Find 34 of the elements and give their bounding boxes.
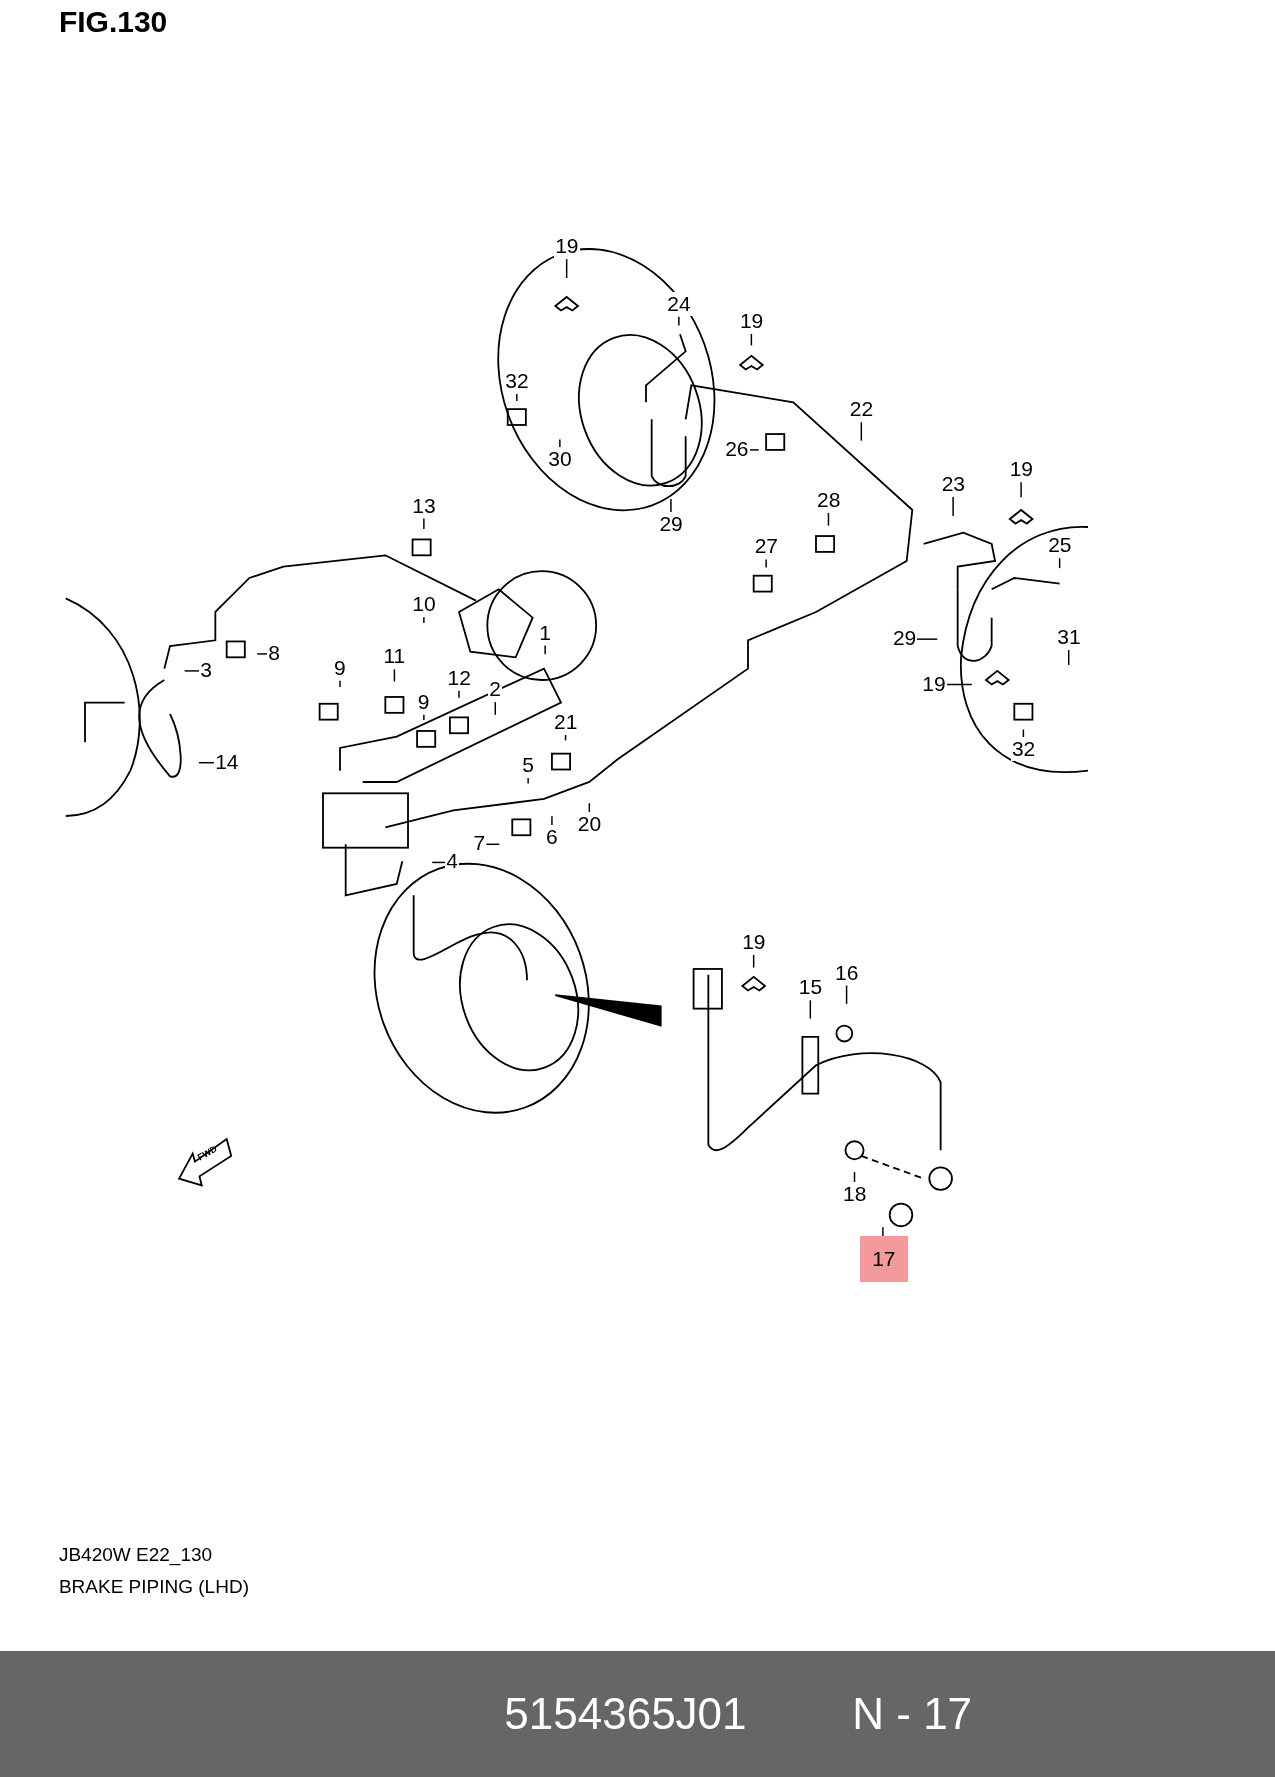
- figure-caption: BRAKE PIPING (LHD): [58, 1576, 249, 1599]
- leader-line: [945, 683, 973, 686]
- leader-line: [1020, 481, 1022, 498]
- leader-line: [809, 999, 812, 1020]
- leader-line: [458, 690, 460, 699]
- leader-line: [559, 438, 561, 449]
- figure-number: FIG.130: [58, 4, 168, 39]
- leader-line: [670, 498, 672, 514]
- callout-number: 32: [1010, 737, 1037, 762]
- callout-reference: N - 17: [852, 1688, 973, 1739]
- leader-line: [544, 644, 546, 655]
- leader-line: [516, 393, 518, 402]
- leader-line: [678, 316, 680, 327]
- leader-line: [882, 1226, 884, 1237]
- leader-line: [423, 616, 425, 624]
- leader-line: [339, 679, 341, 688]
- part-number: 5154365J01: [504, 1688, 747, 1739]
- catalog-code: JB420W E22_130: [58, 1543, 213, 1566]
- leader-line: [256, 653, 268, 655]
- leader-line: [565, 258, 568, 279]
- leader-line: [423, 713, 425, 721]
- leader-line: [916, 638, 938, 640]
- leader-line: [860, 421, 863, 442]
- callout-number: 24: [666, 291, 692, 316]
- leader-line: [845, 984, 848, 1005]
- leader-line: [551, 815, 553, 827]
- leader-line: [952, 496, 954, 517]
- leader-line: [527, 777, 529, 785]
- leader-line: [564, 734, 567, 742]
- leader-line: [183, 670, 200, 672]
- leader-line: [748, 449, 760, 451]
- leader-line: [423, 517, 425, 530]
- leader-line: [765, 558, 767, 569]
- callout-number: 17: [859, 1236, 908, 1283]
